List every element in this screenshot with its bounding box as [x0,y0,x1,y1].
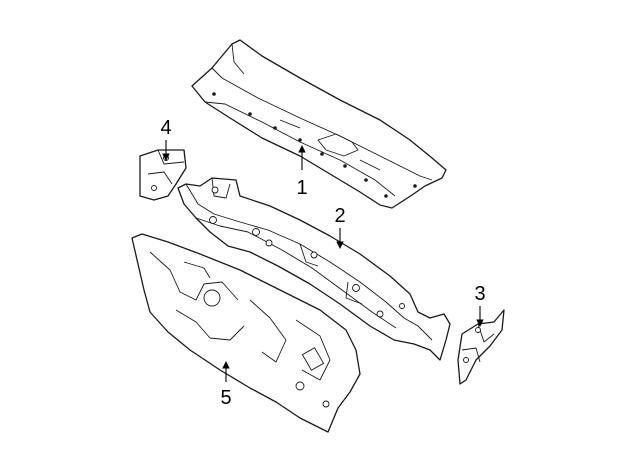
insulator-part [131,233,361,433]
callout-3: 3 [474,283,486,327]
callout-2-label: 2 [334,205,345,227]
callout-4: 4 [160,117,172,161]
callout-1: 1 [296,145,308,199]
callout-4-label: 4 [160,117,171,139]
cowl-panel-part [191,39,447,209]
callout-1-label: 1 [296,177,307,199]
callout-5-label: 5 [220,387,231,409]
callout-5: 5 [220,361,232,409]
dash-reinforcement-part [177,177,451,361]
right-bracket-part [457,309,505,385]
callout-2: 2 [334,205,346,249]
callout-3-label: 3 [474,283,485,305]
